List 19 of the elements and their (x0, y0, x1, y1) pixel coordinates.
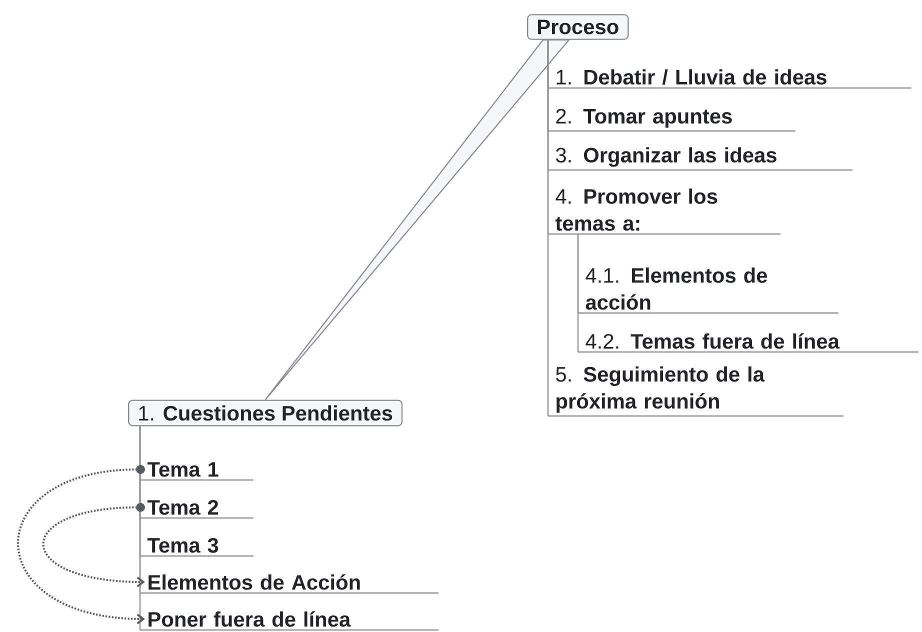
subtopic-label: 5. Seguimiento de la próxima reunión (548, 366, 844, 417)
relation-arrow (17, 465, 145, 624)
subtopic-label: Tema 1 (140, 462, 254, 481)
subtopic-label: 3. Organizar las ideas (548, 147, 852, 171)
relation-arrow (42, 502, 145, 588)
branch-line (577, 234, 579, 352)
topic-box: 1. Cuestiones Pendientes (128, 400, 403, 426)
subtopic-label: Tema 2 (140, 500, 254, 519)
subtopic-label: Tema 3 (140, 538, 254, 557)
subtopic-label: 4.2. Temas fuera de línea (578, 333, 918, 353)
subtopic-label: 1. Debatir / Lluvia de ideas (548, 69, 912, 89)
subtopic-label: Poner fuera de línea (140, 611, 438, 631)
subtopic-label: 2. Tomar apuntes (548, 108, 796, 132)
topic-box: Proceso (527, 14, 629, 40)
branch-line (547, 40, 549, 416)
branch-line (139, 426, 141, 630)
subtopic-label: Elementos de Acción (140, 574, 438, 594)
subtopic-label: 4. Promover los temas a: (548, 188, 780, 235)
subtopic-label: 4.1. Elementos de acción (578, 268, 838, 314)
